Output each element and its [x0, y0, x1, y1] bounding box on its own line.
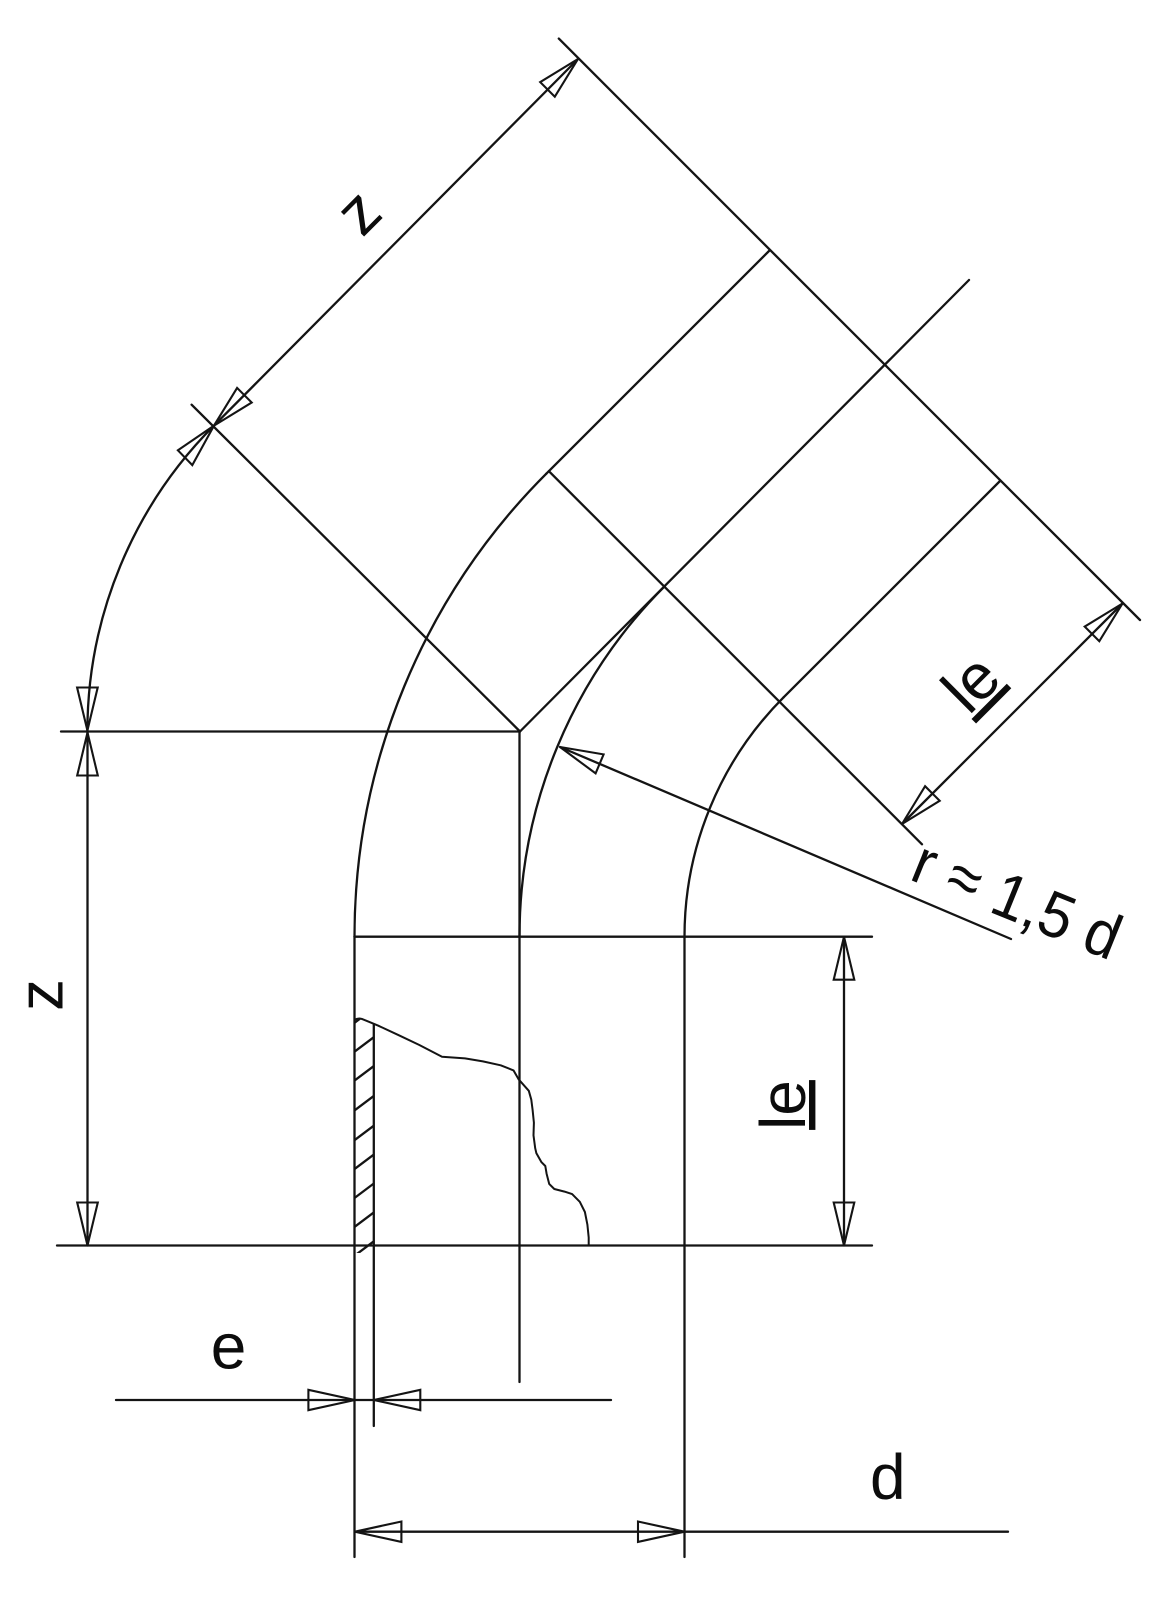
svg-text:le: le	[747, 1080, 819, 1130]
svg-text:d: d	[870, 1441, 906, 1513]
svg-text:e: e	[211, 1311, 247, 1383]
svg-text:z: z	[5, 979, 77, 1011]
